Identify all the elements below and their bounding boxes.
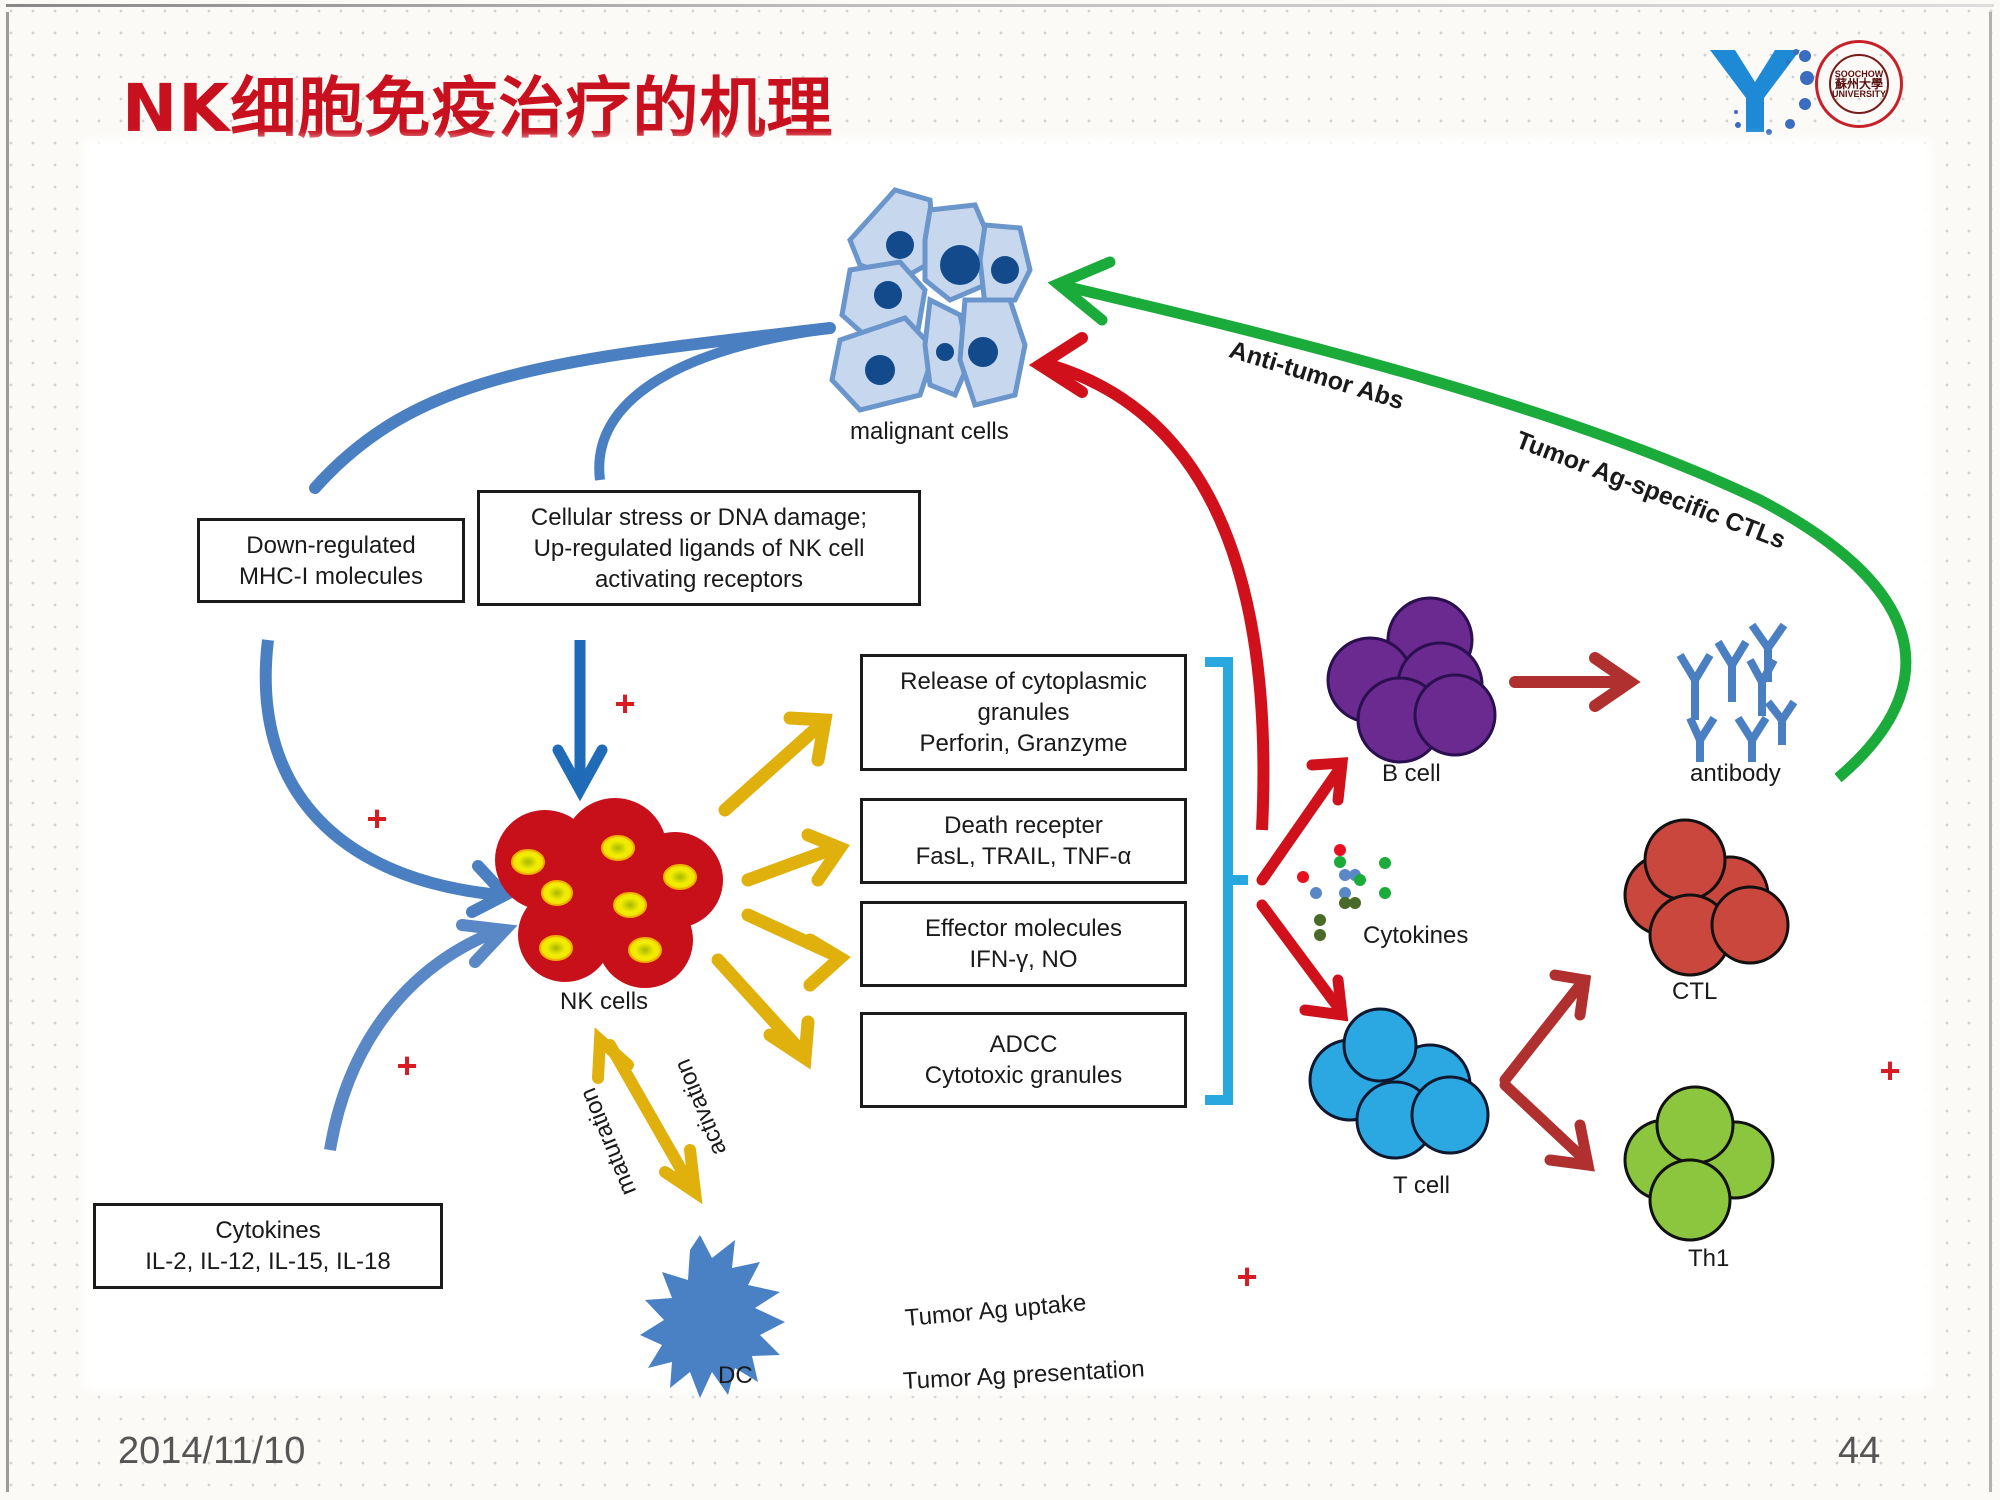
nk-cells-label: NK cells <box>560 988 649 1015</box>
box-death-receptor: Death recepter FasL, TRAIL, TNF-α <box>860 798 1187 884</box>
th1-cell-icon <box>1623 1085 1775 1242</box>
plus-glyph-stress: + <box>614 683 636 724</box>
slide-frame-left <box>6 12 9 1492</box>
ctl-label: CTL <box>1672 978 1718 1005</box>
box-cytokines-line-1: Cytokines <box>215 1217 321 1244</box>
box-adcc-line-2: Cytotoxic granules <box>924 1062 1123 1089</box>
box-granules: Release of cytoplasmic granules Perforin… <box>860 654 1187 771</box>
box-cytokines-left: Cytokines IL-2, IL-12, IL-15, IL-18 <box>93 1203 443 1289</box>
t-cell-label: T cell <box>1393 1172 1450 1199</box>
red-branch-arrows <box>1256 757 1349 1022</box>
box-mhc: Down-regulated MHC-I molecules <box>197 518 465 603</box>
box-granules-line-3: Perforin, Granzyme <box>919 730 1128 757</box>
y-molecule-logo-icon <box>1710 49 1814 135</box>
arrow-cytokines-to-nk <box>324 924 503 1151</box>
seal-text-mid: UNIVERSITY <box>1831 89 1886 99</box>
arrow-antibody-to-malignant <box>1058 279 1912 783</box>
yellow-effector-arrows <box>711 711 851 1070</box>
box-cytokines-line-2: IL-2, IL-12, IL-15, IL-18 <box>145 1248 391 1275</box>
arrow-stress-to-malignant <box>594 325 821 481</box>
box-adcc-line-1: ADCC <box>989 1031 1058 1058</box>
ctl-cell-icon <box>1623 818 1790 977</box>
box-granules-line-1: Release of cytoplasmic <box>900 668 1147 695</box>
seal-text-top: SOOCHOW <box>1834 69 1884 79</box>
plus-glyph-dc: + <box>1236 1256 1258 1297</box>
box-stress-line-3: activating receptors <box>594 565 804 593</box>
th1-label: Th1 <box>1688 1245 1730 1272</box>
university-seal-icon: SOOCHOW 蘇州大學 UNIVERSITY <box>1815 40 1903 128</box>
slide-frame-top <box>6 4 1994 7</box>
plus-glyph-mhc: + <box>366 798 388 839</box>
antibody-icon <box>1676 622 1798 762</box>
box-effector-line-1: Effector molecules <box>925 915 1122 942</box>
box-stress-line-2: Up-regulated ligands of NK cell <box>533 534 865 562</box>
b-cell-label: B cell <box>1382 760 1441 787</box>
malignant-cells-label: malignant cells <box>850 418 1009 445</box>
plus-glyph-cytokines: + <box>396 1045 418 1086</box>
slide-frame-right <box>1989 12 1992 1492</box>
box-adcc: ADCC Cytotoxic granules <box>860 1012 1187 1108</box>
plus-glyph-th1: + <box>1879 1050 1901 1091</box>
box-mhc-line-1: Down-regulated <box>246 531 416 559</box>
malignant-cells-icon <box>829 187 1033 413</box>
b-cell-icon <box>1326 596 1497 764</box>
slide-date: 2014/11/10 <box>118 1430 306 1472</box>
box-effector: Effector molecules IFN-γ, NO <box>860 901 1187 987</box>
box-mhc-line-2: MHC-I molecules <box>238 562 424 590</box>
arrow-effectors-to-malignant <box>1048 359 1270 831</box>
antibody-label: antibody <box>1690 760 1781 787</box>
box-stress: Cellular stress or DNA damage; Up-regula… <box>477 490 921 606</box>
dc-cell-icon <box>640 1235 785 1398</box>
nk-cells-icon <box>495 798 723 988</box>
cytokines-cluster-right-icon <box>1297 844 1391 941</box>
nk-dc-double-arrow <box>592 1027 703 1205</box>
box-granules-line-2: granules <box>977 699 1070 726</box>
cytokines-right-label: Cytokines <box>1363 922 1469 949</box>
arrow-mhc-to-nk <box>259 639 501 901</box>
arrow-mhc-to-malignant <box>309 322 836 494</box>
box-stress-line-1: Cellular stress or DNA damage; <box>530 503 868 531</box>
slide-title: NK细胞免疫治疗的机理 <box>122 70 834 147</box>
effector-bracket <box>1205 657 1248 1105</box>
dc-label: DC <box>718 1362 753 1389</box>
box-death-line-2: FasL, TRAIL, TNF-α <box>915 843 1132 870</box>
box-death-line-1: Death recepter <box>944 812 1103 839</box>
slide-page-number: 44 <box>1838 1430 1881 1472</box>
box-effector-line-2: IFN-γ, NO <box>969 946 1078 973</box>
t-cell-icon <box>1308 1007 1490 1160</box>
